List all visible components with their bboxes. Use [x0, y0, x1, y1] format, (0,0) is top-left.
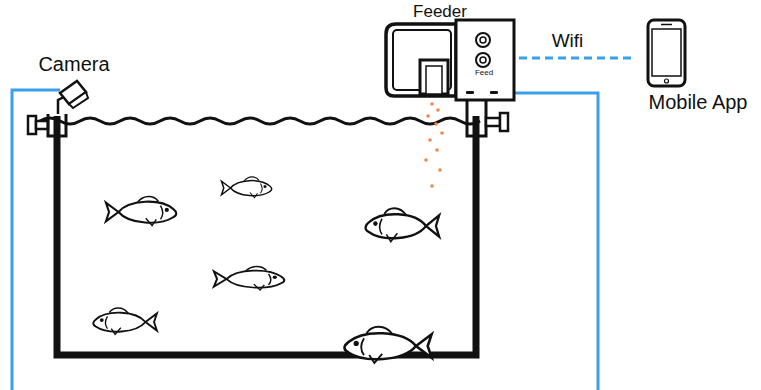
feeder-label: Feeder — [385, 2, 495, 22]
feeder-cable — [498, 93, 598, 390]
feeder-node: FeederFeed — [385, 2, 519, 102]
camera-label: Camera — [26, 52, 122, 76]
fish-group — [93, 177, 439, 363]
feeder-device — [386, 20, 514, 100]
app-node: Mobile App — [636, 16, 760, 116]
phone-icon — [648, 20, 685, 86]
camera-icon — [58, 81, 88, 114]
feed-button-label: Feed — [471, 68, 497, 78]
food-pellets — [424, 102, 444, 188]
right-clamp — [467, 100, 508, 136]
wifi-link — [519, 57, 636, 60]
tank-wall — [57, 116, 476, 355]
app-label: Mobile App — [636, 90, 760, 114]
left-clamp — [28, 114, 66, 136]
water-line — [40, 118, 480, 124]
edge-label: Wifi — [552, 30, 584, 52]
camera-node: Camera — [26, 52, 122, 108]
